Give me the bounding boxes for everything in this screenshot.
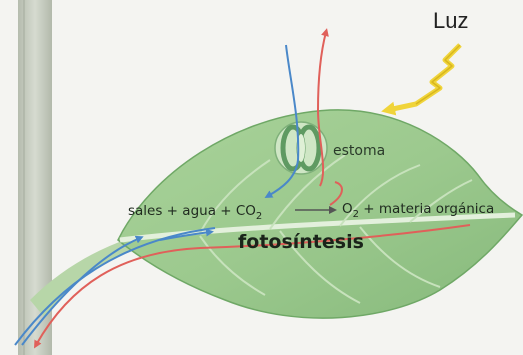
products-rest: + materia orgánica — [359, 201, 494, 217]
light-label: Luz — [433, 8, 468, 33]
process-label: fotosíntesis — [238, 231, 364, 253]
products-o: O — [342, 201, 353, 217]
reactants-subscript: 2 — [256, 211, 262, 222]
reactants-text: sales + agua + CO — [128, 203, 256, 219]
stoma-label: estoma — [333, 143, 385, 159]
